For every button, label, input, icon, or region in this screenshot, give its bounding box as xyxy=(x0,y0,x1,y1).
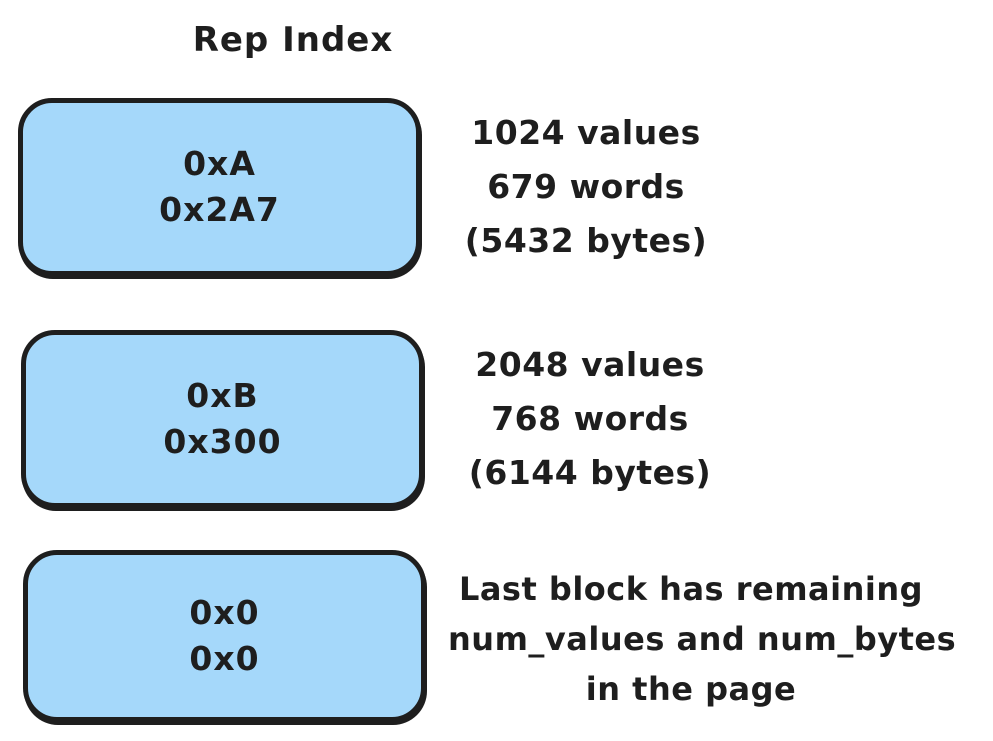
block-a-annotation: 1024 values 679 words (5432 bytes) xyxy=(436,106,736,268)
diagram-title: Rep Index xyxy=(192,20,394,60)
rep-index-block-a: 0xA 0x2A7 xyxy=(18,98,421,276)
rep-index-block-last: 0x0 0x0 xyxy=(23,550,426,722)
block-b-words-count: 768 words xyxy=(491,399,689,438)
block-last-annotation: Last block has remaining num_values and … xyxy=(448,564,957,714)
block-last-note-line-1: Last block has remaining xyxy=(458,570,924,608)
block-last-note-line-2: num_values and num_bytes xyxy=(448,620,957,658)
block-last-rep-index-value: 0x0 xyxy=(189,592,260,632)
block-a-values-count: 1024 values xyxy=(471,113,701,152)
block-a-offset-value: 0x2A7 xyxy=(159,190,280,229)
block-b-bytes-count: (6144 bytes) xyxy=(468,453,712,492)
block-b-values-count: 2048 values xyxy=(475,345,705,384)
block-b-offset-value: 0x300 xyxy=(163,422,282,461)
block-a-rep-index-value: 0xA xyxy=(183,143,256,183)
rep-index-block-b: 0xB 0x300 xyxy=(21,330,424,508)
block-last-offset-value: 0x0 xyxy=(189,639,260,678)
block-b-rep-index-value: 0xB xyxy=(186,375,259,415)
block-a-bytes-count: (5432 bytes) xyxy=(464,221,708,260)
block-a-words-count: 679 words xyxy=(487,167,685,206)
block-last-note-line-3: in the page xyxy=(585,670,797,708)
block-b-annotation: 2048 values 768 words (6144 bytes) xyxy=(440,338,740,500)
